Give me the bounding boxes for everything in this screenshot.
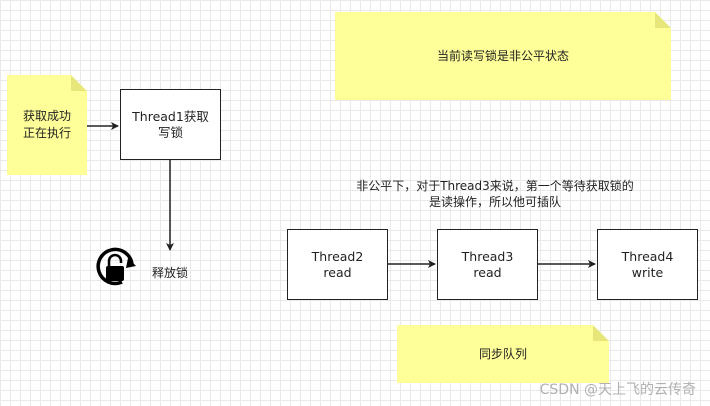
thread3-box: Thread3 read — [437, 229, 538, 300]
note-acquire-success: 获取成功 正在执行 — [7, 75, 87, 175]
thread2-box: Thread2 read — [287, 229, 388, 300]
thread2-line1: Thread2 — [311, 248, 364, 264]
release-label: 释放锁 — [151, 266, 188, 280]
thread4-line1: Thread4 — [621, 248, 674, 264]
note-acquire-text: 获取成功 正在执行 — [23, 108, 71, 142]
thread4-line2: write — [631, 264, 664, 280]
explanation-text: 非公平下，对于Thread3来说，第一个等待获取锁的 是读操作，所以他可插队 — [330, 178, 660, 210]
thread3-line2: read — [473, 264, 502, 280]
thread1-line2: 写锁 — [157, 124, 183, 140]
explanation-line1: 非公平下，对于Thread3来说，第一个等待获取锁的 — [356, 179, 634, 193]
unlock-icon — [96, 247, 136, 286]
note-state-text: 当前读写锁是非公平状态 — [436, 48, 569, 63]
csdn-watermark: CSDN @天上飞的云传奇 — [539, 382, 696, 398]
note-acquire-line1: 获取成功 — [22, 109, 71, 123]
note-queue-text: 同步队列 — [478, 346, 527, 361]
thread2-line2: read — [323, 264, 352, 280]
thread1-box: Thread1获取 写锁 — [120, 89, 221, 160]
note-acquire-line2: 正在执行 — [22, 126, 71, 140]
thread1-line1: Thread1获取 — [132, 108, 209, 124]
thread3-line1: Thread3 — [461, 248, 514, 264]
note-lock-state: 当前读写锁是非公平状态 — [335, 12, 671, 100]
note-sync-queue: 同步队列 — [397, 325, 609, 383]
explanation-line2: 是读操作，所以他可插队 — [428, 195, 561, 209]
thread4-box: Thread4 write — [597, 229, 698, 300]
